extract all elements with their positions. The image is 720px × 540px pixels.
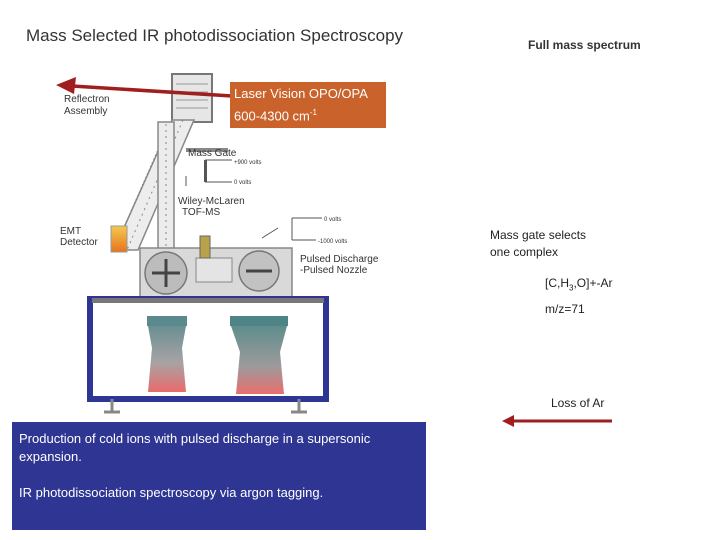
laser-arrow — [56, 77, 233, 98]
loss-arrow — [502, 415, 612, 427]
laser-range: 600-4300 cm-1 — [234, 108, 318, 124]
pump-frame — [87, 296, 329, 414]
nozzle-label-1: Pulsed Discharge — [300, 254, 379, 265]
detector-label-1: EMT — [60, 226, 81, 237]
detector-label-2: Detector — [60, 237, 98, 248]
gate-voltage-2: 0 volts — [234, 180, 251, 186]
laser-source-box: Laser Vision OPO/OPA 600-4300 cm-1 — [230, 82, 386, 128]
nozzle-voltage-2: -1000 volts — [318, 239, 347, 245]
reflectron-label-1: Reflectron — [64, 94, 110, 105]
summary-line-2: IR photodissociation spectroscopy via ar… — [19, 485, 324, 500]
slide-title: Mass Selected IR photodissociation Spect… — [26, 26, 404, 45]
reflectron-label-2: Assembly — [64, 106, 107, 117]
instrument-labels: Reflectron Assembly Mass Gate +900 volts… — [60, 94, 379, 276]
nozzle-voltage-1: 0 volts — [324, 217, 341, 223]
reflectron-assembly — [171, 73, 213, 123]
laser-name: Laser Vision OPO/OPA — [234, 86, 368, 101]
nozzle-switch — [261, 217, 322, 241]
source-chambers — [139, 235, 293, 299]
mass-gate-label: Mass Gate — [188, 148, 237, 159]
complex-formula: [C,H3,O]+-Ar — [545, 276, 613, 293]
tof-label-2: TOF-MS — [182, 207, 220, 218]
vertical-tube — [157, 121, 175, 251]
emt-detector — [110, 225, 128, 253]
gate-voltage-1: +900 volts — [234, 160, 262, 166]
mass-gate — [185, 148, 232, 186]
full-mass-spectrum-label: Full mass spectrum — [528, 38, 641, 52]
summary-line-1: Production of cold ions with pulsed disc… — [19, 431, 371, 464]
mz-label: m/z=71 — [545, 302, 585, 316]
loss-of-ar-label: Loss of Ar — [551, 396, 605, 410]
mass-gate-annotation: Mass gate selects one complex — [490, 228, 587, 259]
summary-box: Production of cold ions with pulsed disc… — [12, 422, 426, 530]
nozzle-label-2: -Pulsed Nozzle — [300, 265, 368, 276]
tof-label-1: Wiley-McLaren — [178, 196, 245, 207]
